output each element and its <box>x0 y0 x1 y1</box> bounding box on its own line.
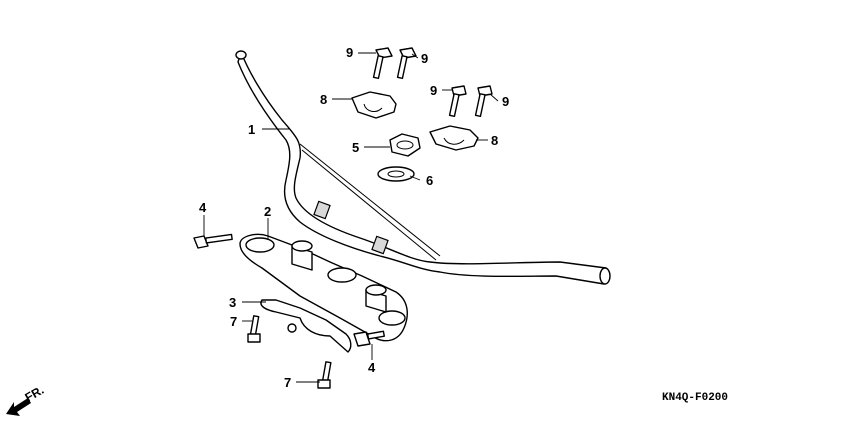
nut-5 <box>389 133 421 157</box>
handlebar <box>235 50 611 285</box>
callout-5: 5 <box>352 140 359 155</box>
bolt-9c <box>448 85 467 118</box>
callout-9d: 9 <box>502 94 509 109</box>
callout-4-right: 4 <box>368 360 376 375</box>
plate <box>260 299 352 353</box>
drawing-code: KN4Q-F0200 <box>662 392 728 404</box>
bolt-9d <box>474 85 493 118</box>
upper-holder-8-left <box>351 91 397 119</box>
handlebar-holder <box>239 233 408 342</box>
callout-3: 3 <box>229 295 236 310</box>
washer-6 <box>377 166 415 182</box>
bolt-4-left <box>193 233 233 249</box>
callout-2: 2 <box>264 204 271 219</box>
leader-lines <box>203 52 499 383</box>
bolt-9a <box>372 47 393 80</box>
bolt-4-right <box>353 330 385 347</box>
callout-1: 1 <box>248 122 255 137</box>
callout-9a: 9 <box>346 45 353 60</box>
front-direction-indicator: FR. <box>6 383 46 416</box>
callout-8-right: 8 <box>491 133 498 148</box>
bolt-9b <box>396 47 417 80</box>
callout-6: 6 <box>426 173 433 188</box>
callout-7-lower: 7 <box>284 375 291 390</box>
bolt-7-lower <box>317 361 332 389</box>
callout-7-upper: 7 <box>230 314 237 329</box>
upper-holder-8-right <box>429 125 479 151</box>
callout-9c: 9 <box>430 83 437 98</box>
callout-9b: 9 <box>421 51 428 66</box>
front-arrow-icon <box>6 398 31 416</box>
bolt-7-upper <box>247 315 261 343</box>
callout-8-left: 8 <box>320 92 327 107</box>
callout-4-left: 4 <box>199 200 207 215</box>
